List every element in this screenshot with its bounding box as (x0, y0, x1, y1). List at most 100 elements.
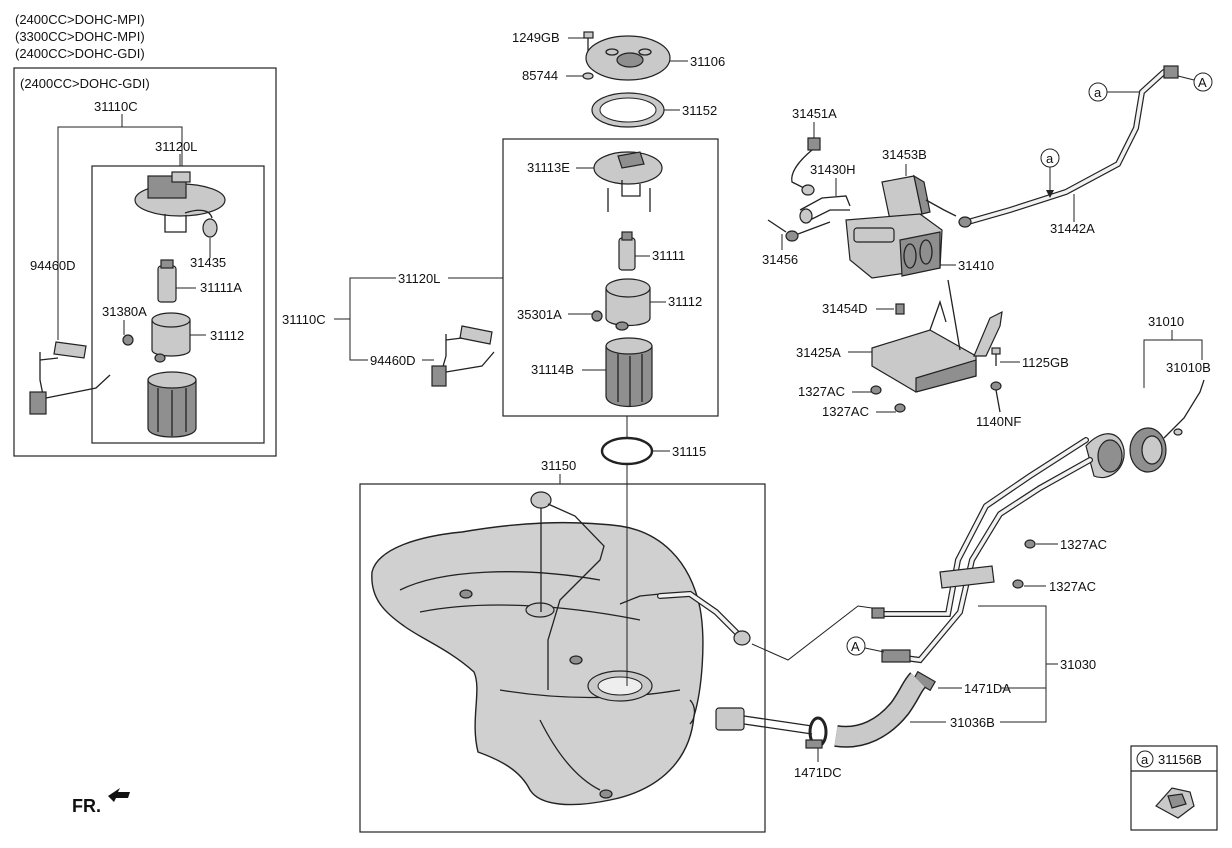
label-1125gb: 1125GB (1022, 355, 1069, 370)
filter-31453b (881, 174, 957, 221)
marker-a-mid: a (1046, 151, 1054, 166)
front-arrow-icon (108, 788, 130, 802)
reservoir-31114b (605, 337, 653, 407)
label-31114b: 31114B (531, 362, 574, 377)
label-31453b: 31453B (882, 147, 927, 162)
inset-title: (2400CC>DOHC-GDI) (20, 76, 150, 91)
filter-31112 (605, 278, 666, 331)
seal-ring-31115 (600, 436, 670, 466)
inset-label-31120l: 31120L (155, 139, 197, 154)
flange-31113e (593, 151, 663, 212)
leader-31030-bracket (978, 605, 1047, 723)
label-31456: 31456 (762, 252, 798, 267)
nut-1327ac-filler-a (1024, 539, 1036, 549)
cover-plate-31106 (585, 35, 688, 81)
leader-marker-A-top (1177, 75, 1195, 81)
label-1327ac-filler-b: 1327AC (1049, 579, 1096, 594)
inset-reservoir (147, 371, 197, 438)
inset-label-94460d: 94460D (30, 258, 76, 273)
bolt-1125gb (991, 347, 1020, 366)
nut-1327ac-filler-b (1012, 579, 1024, 589)
fuel-pump-31111 (618, 231, 650, 271)
label-31010b: 31010B (1166, 360, 1211, 375)
label-31451a: 31451A (792, 106, 837, 121)
leader-31120l-left (349, 277, 396, 319)
label-94460d: 94460D (370, 353, 416, 368)
clamp-1471dc (805, 716, 828, 762)
lock-ring-31152 (591, 92, 680, 128)
inset-label-31380a: 31380A (102, 304, 147, 319)
vent-pipe-inner (966, 70, 1166, 224)
marker-a-top: a (1094, 85, 1102, 100)
fuel-cap-31010 (1129, 379, 1205, 473)
bracket-31425a (871, 279, 1003, 393)
hose-31430h (799, 195, 851, 224)
label-31030: 31030 (1060, 657, 1096, 672)
label-31110c: 31110C (282, 312, 326, 327)
marker-A-filler: A (851, 639, 860, 654)
label-31115: 31115 (672, 444, 706, 459)
canister-31410 (845, 213, 956, 279)
vent-connector-left (958, 216, 972, 228)
nut-1327ac-canister-b (894, 403, 906, 413)
label-31152: 31152 (682, 103, 717, 118)
inset-pump-cover (134, 171, 226, 233)
leader-marker-A-filler (864, 647, 885, 653)
front-indicator: FR. (72, 788, 130, 816)
engine-note-3: (2400CC>DOHC-GDI) (15, 46, 145, 61)
fuel-tank-section: 31150 (359, 458, 766, 833)
vent-connector-right (1163, 65, 1179, 79)
label-1327ac-canister-b: 1327AC (822, 404, 869, 419)
nut-1327ac-canister-a (870, 385, 882, 395)
inset-label-31111a: 31111A (200, 280, 242, 295)
check-valve-35301a (591, 310, 603, 322)
tank-vent-pipe (657, 590, 873, 661)
leader-31110c-down (349, 319, 368, 361)
marker-A-circle-filler (846, 636, 866, 656)
arrow-marker-a-mid (1046, 190, 1054, 198)
engine-notes: (2400CC>DOHC-MPI) (3300CC>DOHC-MPI) (240… (15, 12, 145, 61)
label-31111: 31111 (652, 248, 685, 263)
front-label: FR. (72, 796, 101, 816)
legend-frame (1130, 745, 1218, 831)
tank-inlet-pipe (715, 707, 813, 735)
label-1471da: 1471DA (964, 681, 1011, 696)
fitting-31456 (767, 219, 831, 242)
gdi-pump-inset: (2400CC>DOHC-GDI) 31110C 31120L 94460D 3… (13, 67, 277, 457)
engine-note-2: (3300CC>DOHC-MPI) (15, 29, 145, 44)
tank-frame (359, 483, 766, 833)
canister-section: 31451A 31453B 31430H 31456 (762, 106, 1069, 429)
label-31150: 31150 (541, 458, 576, 473)
label-1327ac-filler-a: 1327AC (1060, 537, 1107, 552)
clip-31156b-icon (1155, 787, 1195, 819)
inset-outer-frame (13, 67, 277, 457)
label-31454d: 31454D (822, 301, 868, 316)
hose-31036b (834, 672, 946, 748)
marker-A-top: A (1198, 75, 1207, 90)
label-31120l: 31120L (398, 271, 440, 286)
label-31113e: 31113E (527, 160, 570, 175)
label-35301a: 35301A (517, 307, 562, 322)
bolt-1140nf (990, 381, 1002, 413)
vent-line-section: a A a 31442A (958, 65, 1213, 236)
label-31410: 31410 (958, 258, 994, 273)
label-1140nf: 1140NF (976, 414, 1021, 429)
legend-part-number: 31156B (1158, 752, 1202, 767)
label-31036b: 31036B (950, 715, 995, 730)
label-85744: 85744 (522, 68, 558, 83)
marker-A-circle-top (1193, 72, 1213, 92)
tank-vapor-lines (530, 464, 661, 690)
label-31430h: 31430H (810, 162, 856, 177)
label-31112: 31112 (668, 294, 702, 309)
inset-fuel-pump-31111a (157, 259, 196, 303)
inset-pressure-regulator-31435 (202, 218, 218, 258)
legend-marker-circle (1136, 750, 1154, 768)
washer-85744 (582, 72, 594, 80)
label-1249gb: 1249GB (512, 30, 560, 45)
label-31425a: 31425A (796, 345, 841, 360)
fuel-tank-31150 (371, 521, 704, 806)
label-1327ac-canister-a: 1327AC (798, 384, 845, 399)
legend-box: a 31156B (1130, 745, 1218, 831)
inset-level-sender-94460d (29, 341, 111, 415)
